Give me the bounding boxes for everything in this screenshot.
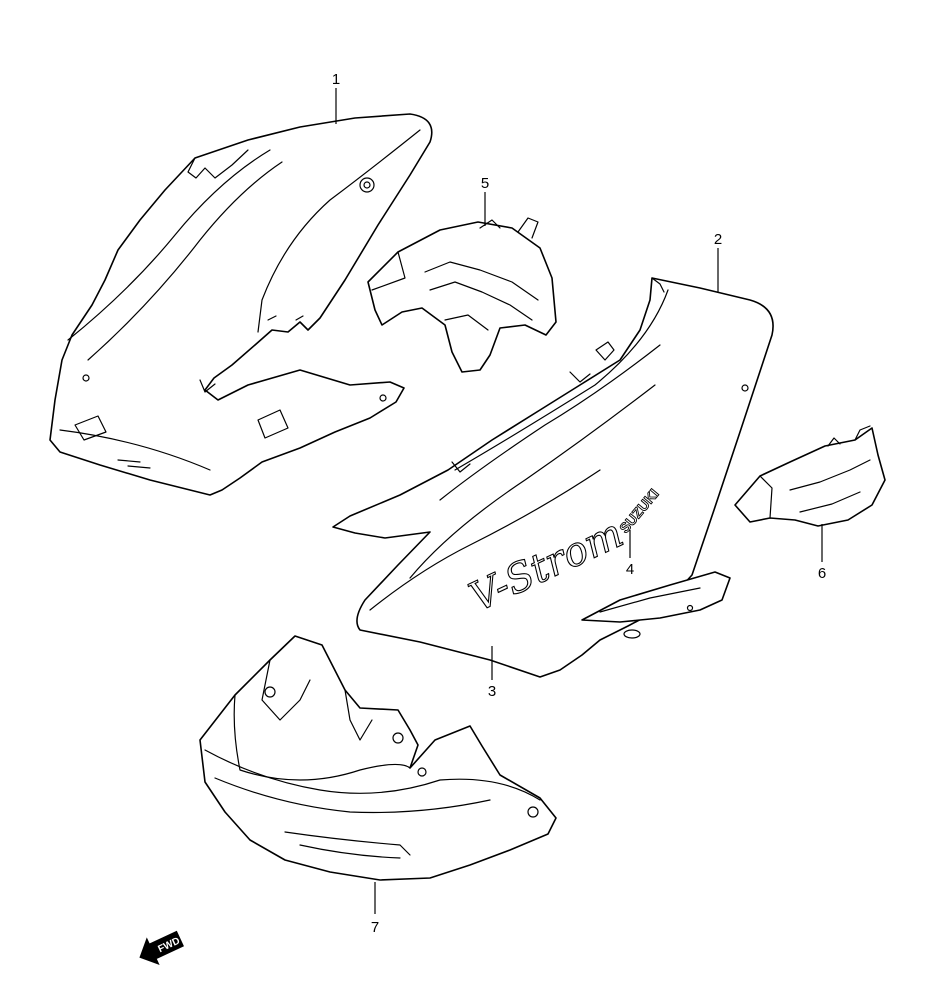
callout-5: 5 [481,175,489,192]
part-7-under-cowling[interactable] [199,635,557,881]
forward-direction-indicator: FWD [139,930,184,965]
part-2-right-side-cowling[interactable] [332,277,774,678]
forward-arrow-icon [139,930,184,965]
callout-3: 3 [488,683,496,700]
callout-7: 7 [371,919,379,936]
callout-1: 1 [332,71,340,88]
callout-6: 6 [818,565,826,582]
callout-4: 4 [626,561,634,578]
part-5-inner-cover[interactable] [367,217,557,373]
part-1-left-side-cowling[interactable] [49,113,433,496]
callout-2: 2 [714,231,722,248]
part-6-small-cover[interactable] [734,425,886,527]
callout-labels: 1 2 3 4 5 6 7 [332,71,826,936]
leader-lines [335,88,823,914]
